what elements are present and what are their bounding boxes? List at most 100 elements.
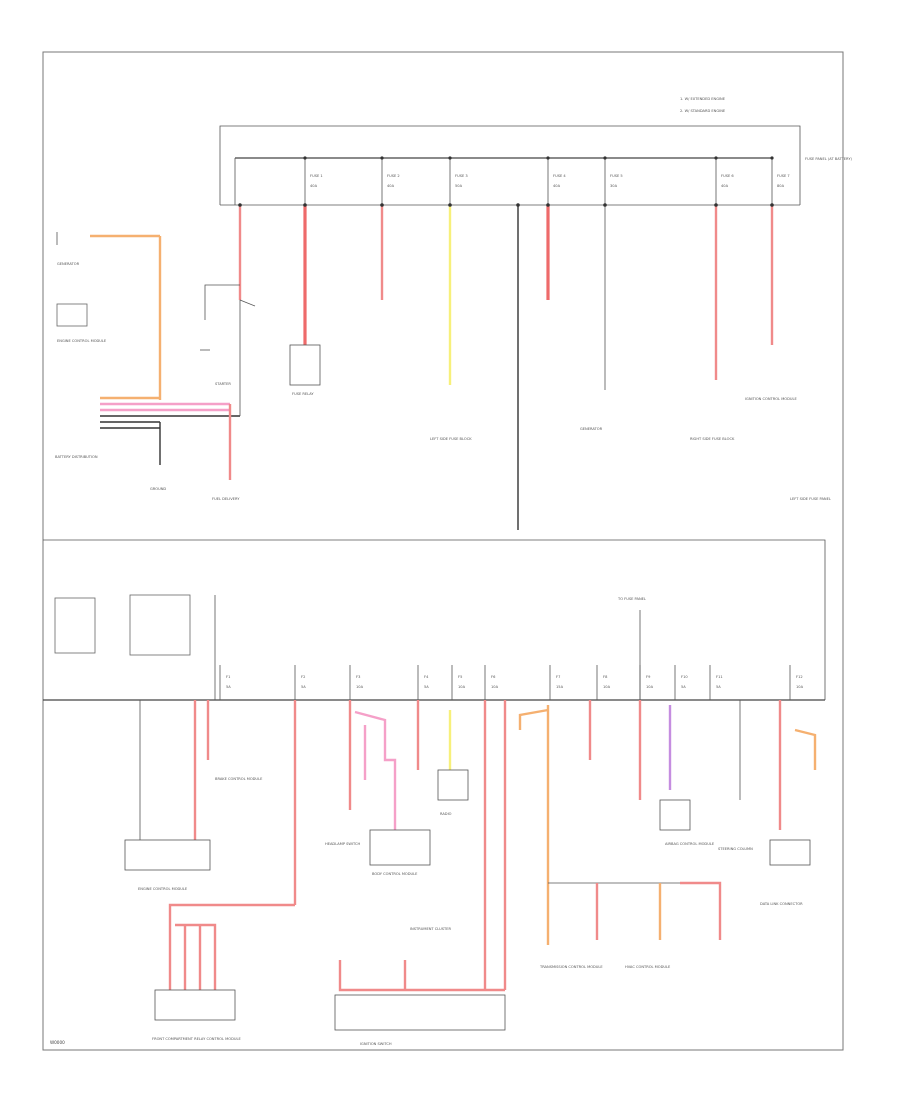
block-rh-label: RIGHT SIDE FUSE BLOCK	[690, 437, 735, 441]
ignition-module-label: IGNITION CONTROL MODULE	[745, 397, 798, 401]
fuse-b1: F1 5A	[219, 665, 231, 700]
svg-text:FUSE 5: FUSE 5	[610, 174, 623, 178]
instrument-label: INSTRUMENT CLUSTER	[410, 927, 451, 931]
svg-text:F11: F11	[716, 675, 723, 679]
fuse-b4: F4 5A	[417, 665, 429, 700]
svg-text:F7: F7	[556, 675, 560, 679]
bottom-wires	[139, 700, 817, 992]
svg-text:FUSE 1: FUSE 1	[310, 174, 323, 178]
footer-code: W0000	[50, 1040, 65, 1045]
svg-text:30A: 30A	[610, 184, 618, 188]
svg-text:F2: F2	[301, 675, 305, 679]
mid-divider	[43, 539, 826, 700]
ecm-box	[124, 839, 211, 871]
front-module-label: FRONT COMPARTMENT RELAY CONTROL MODULE	[152, 1037, 241, 1041]
svg-text:5A: 5A	[424, 685, 429, 689]
to-fuse-panel-label: TO FUSE PANEL	[617, 597, 646, 601]
body-module-box	[369, 829, 431, 866]
battery-harness: BATTERY DISTRIBUTION GROUND FUEL DELIVER…	[55, 300, 241, 501]
hvac-label: HVAC CONTROL MODULE	[625, 965, 671, 969]
headlamp-label: HEADLAMP SWITCH	[325, 842, 361, 846]
svg-text:5A: 5A	[681, 685, 686, 689]
front-module-box	[154, 989, 236, 1021]
svg-text:FUSE 2: FUSE 2	[387, 174, 400, 178]
fuse-b6: F6 10A	[484, 665, 499, 700]
svg-text:40A: 40A	[310, 184, 318, 188]
relay-box	[289, 344, 321, 386]
ground-label: GROUND	[150, 487, 166, 491]
fuse-b5: F5 10A	[451, 665, 466, 700]
svg-text:80A: 80A	[777, 184, 785, 188]
svg-text:F6: F6	[491, 675, 496, 679]
fuse-1: FUSE 1 40A	[303, 156, 323, 205]
svg-text:F3: F3	[356, 675, 360, 679]
svg-text:5A: 5A	[716, 685, 721, 689]
bottom-components	[124, 769, 811, 1031]
top-wires	[238, 203, 774, 530]
fuel-delivery-label: FUEL DELIVERY	[212, 497, 240, 501]
svg-text:F1: F1	[226, 675, 230, 679]
svg-text:15A: 15A	[556, 685, 564, 689]
fuse-b7: F7 15A	[549, 665, 564, 700]
ecm-bottom-label: ENGINE CONTROL MODULE	[138, 887, 188, 891]
body-module-label: BODY CONTROL MODULE	[372, 872, 418, 876]
svg-text:FUSE 6: FUSE 6	[721, 174, 734, 178]
svg-text:F5: F5	[458, 675, 462, 679]
svg-text:FUSE 7: FUSE 7	[777, 174, 790, 178]
svg-text:5A: 5A	[301, 685, 306, 689]
fuse-b12: F12 10A	[789, 665, 804, 700]
svg-text:10A: 10A	[458, 685, 466, 689]
fuse-6: FUSE 6 40A	[714, 156, 734, 205]
block-lh-label: LEFT SIDE FUSE BLOCK	[430, 437, 472, 441]
generator-top-label: GENERATOR	[57, 262, 80, 266]
fuse-relay-label: FUSE RELAY	[292, 392, 314, 396]
fuse-b2: F2 5A	[294, 665, 306, 700]
radio-label: RADIO	[440, 812, 452, 816]
fuse-2: FUSE 2 40A	[380, 156, 400, 205]
airbag-box	[659, 799, 691, 831]
fuse-b9: F9 10A	[639, 665, 654, 700]
transmission-label: TRANSMISSION CONTROL MODULE	[539, 965, 603, 969]
svg-text:10A: 10A	[796, 685, 804, 689]
svg-text:40A: 40A	[387, 184, 395, 188]
fuse-5: FUSE 5 30A	[603, 156, 623, 205]
fuse-3: FUSE 3 50A	[448, 156, 468, 205]
legend-line-1: 1. W/ EXTENDED ENGINE	[680, 97, 726, 101]
ignition-switch-box	[334, 994, 506, 1031]
fuse-7: FUSE 7 80A	[770, 156, 790, 205]
fuse-b3: F3 10A	[349, 665, 364, 700]
svg-text:10A: 10A	[491, 685, 499, 689]
svg-text:FUSE 3: FUSE 3	[455, 174, 468, 178]
svg-text:10A: 10A	[356, 685, 364, 689]
svg-text:F9: F9	[646, 675, 651, 679]
top-panel-title: FUSE PANEL (AT BATTERY)	[805, 157, 853, 161]
svg-text:F4: F4	[424, 675, 429, 679]
starter-label: STARTER	[215, 382, 231, 386]
brake-module-label: BRAKE CONTROL MODULE	[215, 777, 263, 781]
svg-text:40A: 40A	[721, 184, 729, 188]
battery-label: BATTERY DISTRIBUTION	[55, 455, 98, 459]
svg-text:F12: F12	[796, 675, 803, 679]
svg-text:50A: 50A	[455, 184, 463, 188]
generator-section: GENERATOR ENGINE CONTROL MODULE	[56, 232, 162, 400]
legend-line-2: 2. W/ STANDARD ENGINE	[680, 109, 726, 113]
svg-text:10A: 10A	[646, 685, 654, 689]
svg-text:40A: 40A	[553, 184, 561, 188]
svg-text:5A: 5A	[226, 685, 231, 689]
starter-section: STARTER	[200, 284, 256, 386]
steering-label: STEERING COLUMN	[718, 847, 753, 851]
data-link-box	[769, 839, 811, 866]
data-link-label: DATA LINK CONNECTOR	[760, 902, 803, 906]
bottom-fuses: F1 5A F2 5A F3 10A F4 5A F5 10A F6 10A F7 15A F…	[219, 665, 804, 700]
left-panel-label: LEFT SIDE FUSE PANEL	[790, 497, 831, 501]
ecm-top-label: ENGINE CONTROL MODULE	[57, 339, 107, 343]
svg-text:F10: F10	[681, 675, 688, 679]
outer-frame	[42, 51, 844, 1051]
fuse-b11: F11 5A	[709, 665, 723, 700]
generator-mid-label: GENERATOR	[580, 427, 603, 431]
top-fuse-panel: FUSE PANEL (AT BATTERY)	[219, 125, 853, 206]
